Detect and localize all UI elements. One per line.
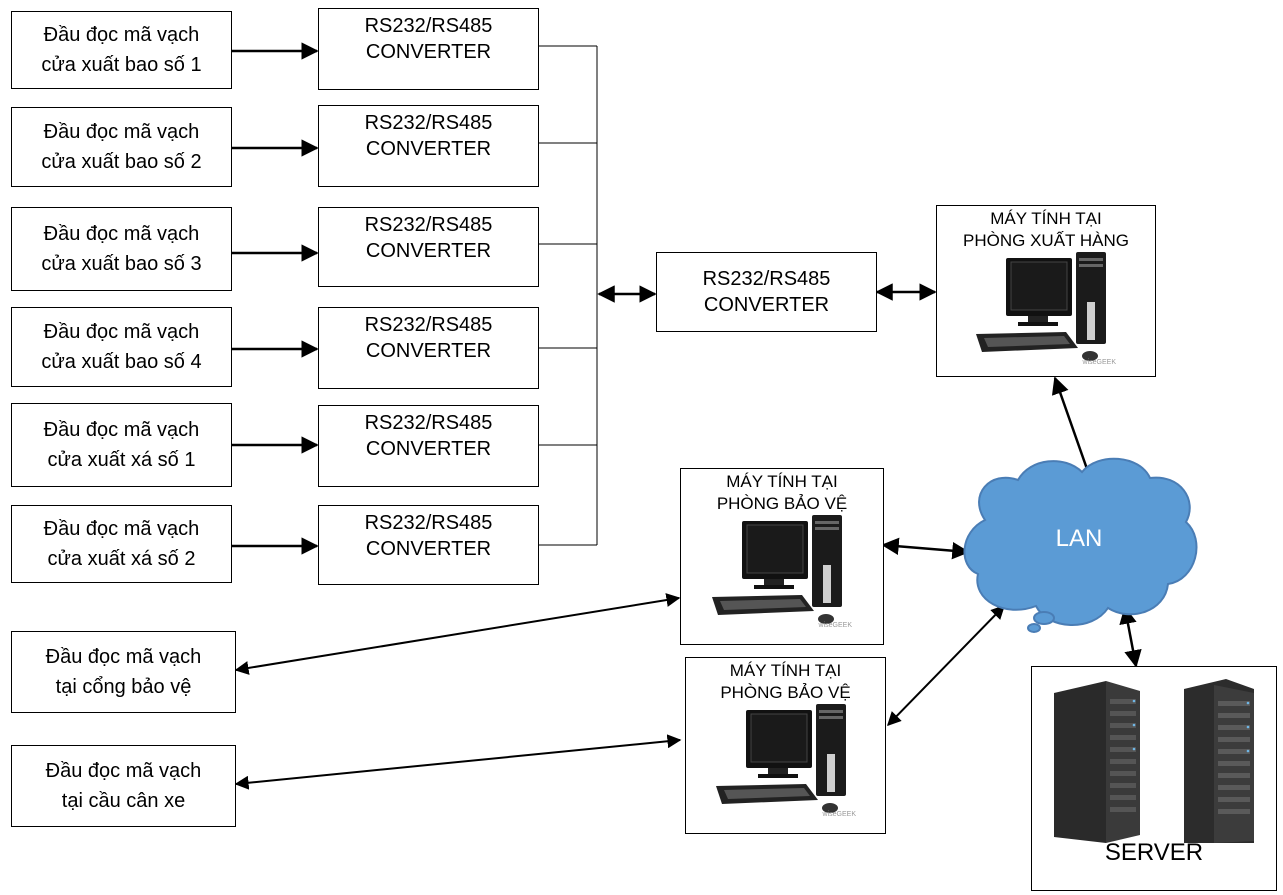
reader-label-line2: cửa xuất xá số 2 — [47, 548, 196, 570]
reader-label-line2: cửa xuất xá số 1 — [47, 449, 196, 471]
lan-cloud — [963, 457, 1198, 633]
arrow-gate-guard1 — [234, 593, 681, 675]
converter-box-5: RS232/RS485 CONVERTER — [318, 405, 539, 487]
converter-box-6: RS232/RS485 CONVERTER — [318, 505, 539, 585]
reader-label-line1: Đầu đọc mã vạch — [43, 223, 200, 245]
reader-label-line1: Đầu đọc mã vạch — [43, 419, 200, 441]
reader-label-line1: Đầu đọc mã vạch — [43, 518, 200, 540]
desktop-computer-icon: wiseGEEK — [976, 252, 1117, 366]
reader-label-line1: Đầu đọc mã vạch — [43, 24, 200, 46]
converter-label-line2: CONVERTER — [365, 340, 492, 362]
arrow-lan-server — [1119, 606, 1142, 668]
reader-box-6: Đầu đọc mã vạch cửa xuất xá số 2 — [11, 505, 232, 583]
pc-guard-room-2: MÁY TÍNH TẠI PHÒNG BẢO VỆ wiseGEEK — [685, 657, 886, 834]
converter-box-2: RS232/RS485 CONVERTER — [318, 105, 539, 187]
converter-label-line2: CONVERTER — [365, 240, 492, 262]
converter-label-line1: RS232/RS485 — [364, 15, 493, 37]
main-converter-box: RS232/RS485 CONVERTER — [656, 252, 877, 332]
reader-box-5: Đầu đọc mã vạch cửa xuất xá số 1 — [11, 403, 232, 487]
reader-box-3: Đầu đọc mã vạch cửa xuất bao số 3 — [11, 207, 232, 291]
gate-reader-line1: Đầu đọc mã vạch — [45, 646, 202, 668]
converter-label-line2: CONVERTER — [365, 41, 492, 63]
converter-label-line1: RS232/RS485 — [364, 412, 493, 434]
converter-label-line1: RS232/RS485 — [364, 314, 493, 336]
reader-box-1: Đầu đọc mã vạch cửa xuất bao số 1 — [11, 11, 232, 89]
pc-export-title-line2: PHÒNG XUẤT HÀNG — [963, 231, 1129, 250]
server-label: SERVER — [1104, 839, 1204, 866]
scale-reader-box: Đầu đọc mã vạch tại cầu cân xe — [11, 745, 236, 827]
brand-watermark: wiseGEEK — [821, 811, 856, 818]
reader-box-4: Đầu đọc mã vạch cửa xuất bao số 4 — [11, 307, 232, 387]
reader-label-line2: cửa xuất bao số 3 — [41, 253, 202, 275]
pc-export-title-line1: MÁY TÍNH TẠI — [990, 209, 1102, 228]
reader-label-line1: Đầu đọc mã vạch — [43, 321, 200, 343]
converter-box-1: RS232/RS485 CONVERTER — [318, 8, 539, 90]
pc-guard2-title-line2: PHÒNG BẢO VỆ — [720, 683, 851, 702]
brand-watermark: wiseGEEK — [1082, 359, 1117, 366]
pc-export-room: MÁY TÍNH TẠI PHÒNG XUẤT HÀNG wiseGEEK — [936, 205, 1156, 377]
desktop-computer-icon: wiseGEEK — [715, 704, 856, 818]
gate-reader-line2: tại cổng bảo vệ — [55, 676, 192, 698]
converter-label-line2: CONVERTER — [365, 438, 492, 460]
pc-guard2-title-line1: MÁY TÍNH TẠI — [729, 661, 842, 680]
main-converter-line2: CONVERTER — [703, 294, 830, 316]
converter-box-4: RS232/RS485 CONVERTER — [318, 307, 539, 389]
server-rack-icon — [1054, 679, 1254, 843]
converter-label-line1: RS232/RS485 — [364, 512, 493, 534]
main-converter-line1: RS232/RS485 — [702, 268, 831, 290]
converter-label-line2: CONVERTER — [365, 138, 492, 160]
server-box: SERVER — [1031, 666, 1277, 891]
arrow-scale-guard2 — [234, 734, 682, 790]
pc-guard-room-1: MÁY TÍNH TẠI PHÒNG BẢO VỆ wiseGEEK — [680, 468, 884, 645]
desktop-computer-icon: wiseGEEK — [712, 515, 853, 629]
lan-label: LAN — [1056, 525, 1103, 552]
converter-label-line1: RS232/RS485 — [364, 214, 493, 236]
arrow-guard2-lan — [887, 604, 1005, 727]
pc-guard1-title-line1: MÁY TÍNH TẠI — [726, 472, 838, 491]
converter-label-line1: RS232/RS485 — [364, 112, 493, 134]
pc-guard1-title-line2: PHÒNG BẢO VỆ — [716, 494, 848, 513]
reader-label-line1: Đầu đọc mã vạch — [43, 121, 200, 143]
converter-box-3: RS232/RS485 CONVERTER — [318, 207, 539, 287]
scale-reader-line2: tại cầu cân xe — [61, 790, 186, 812]
converter-label-line2: CONVERTER — [365, 538, 492, 560]
arrow-guard1-lan — [881, 537, 970, 560]
reader-label-line2: cửa xuất bao số 2 — [41, 151, 202, 173]
gate-reader-box: Đầu đọc mã vạch tại cổng bảo vệ — [11, 631, 236, 713]
reader-label-line2: cửa xuất bao số 4 — [41, 351, 202, 373]
scale-reader-line1: Đầu đọc mã vạch — [45, 760, 202, 782]
reader-box-2: Đầu đọc mã vạch cửa xuất bao số 2 — [11, 107, 232, 187]
brand-watermark: wiseGEEK — [818, 622, 853, 629]
reader-label-line2: cửa xuất bao số 1 — [41, 54, 202, 76]
